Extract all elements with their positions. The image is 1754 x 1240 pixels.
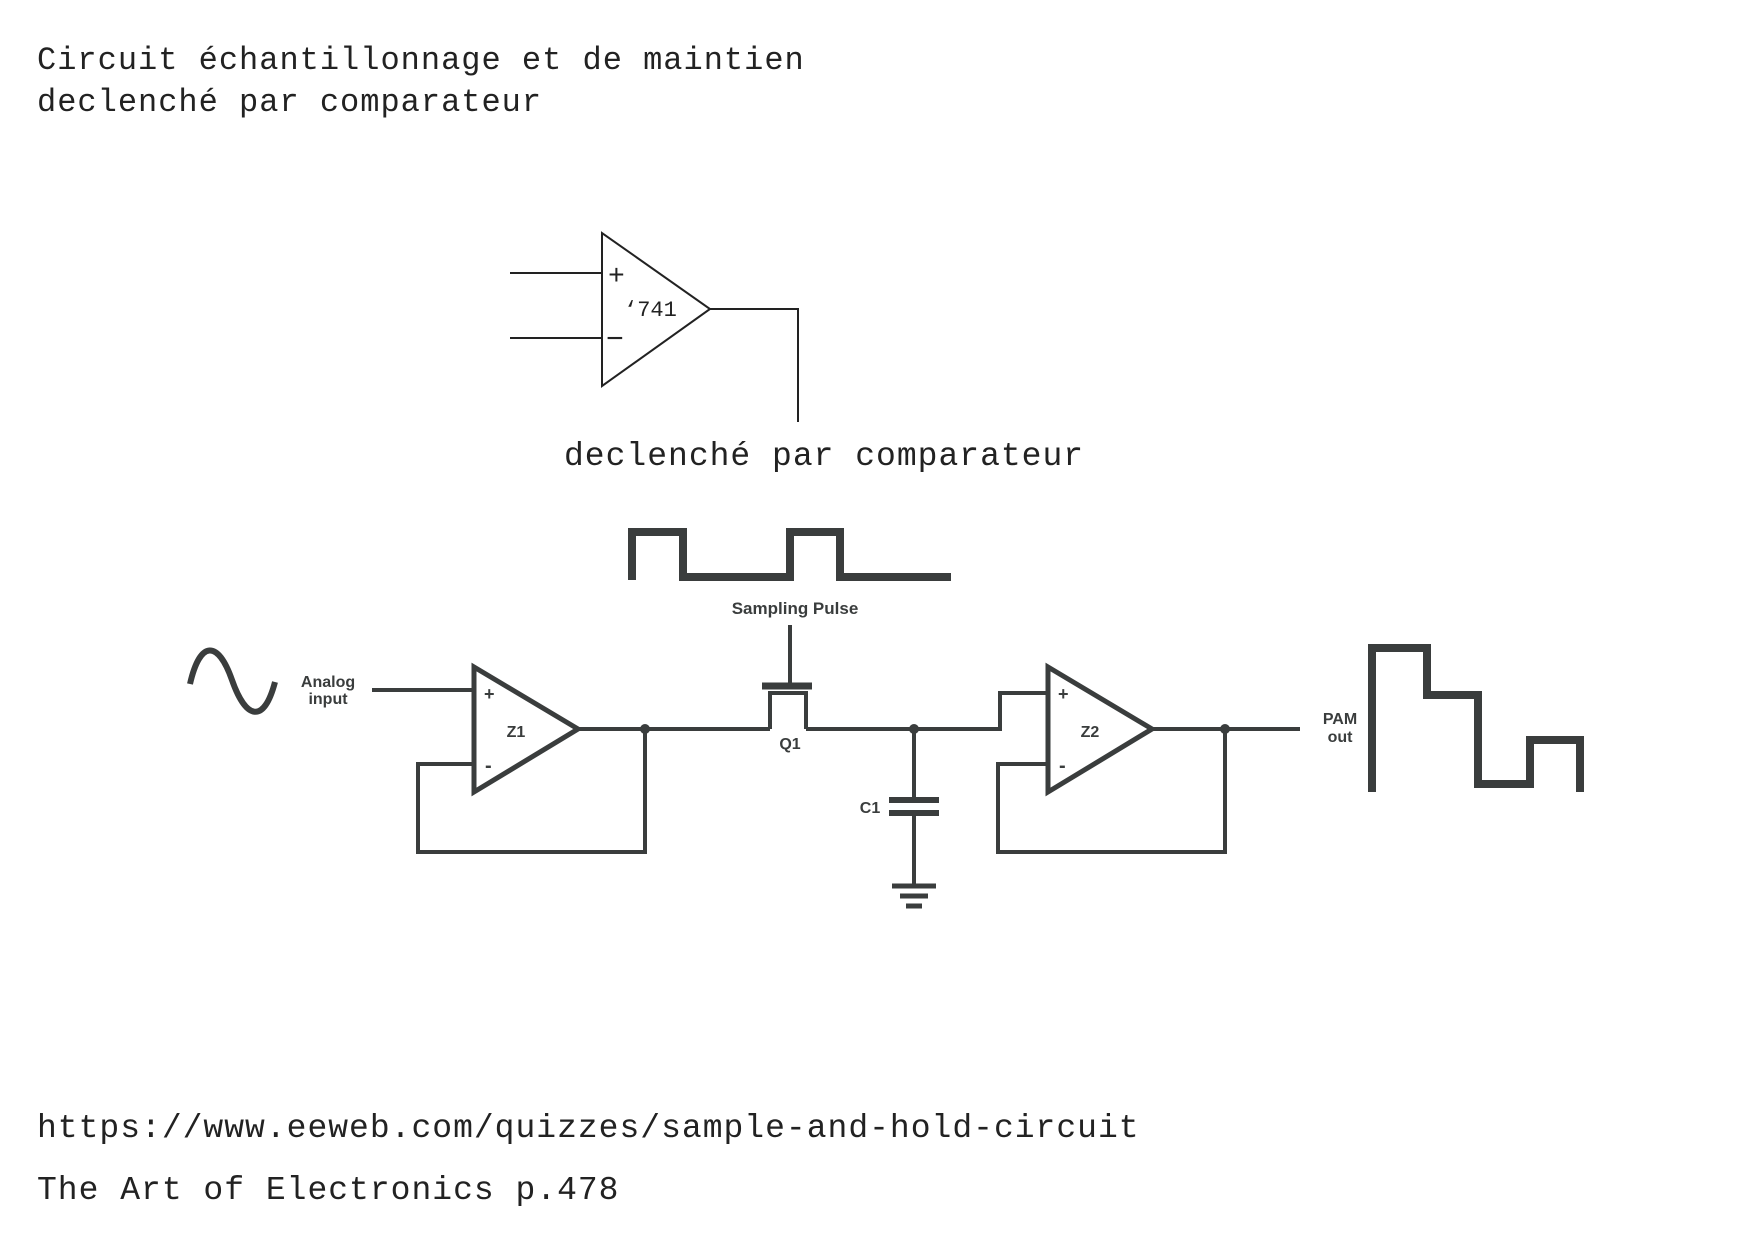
- analog-input-label-line1: Analog: [301, 674, 355, 691]
- z2-plus-sign: +: [1058, 684, 1069, 704]
- z1-feedback-wire: [416, 729, 647, 854]
- z1-plus-sign: +: [484, 684, 495, 704]
- title-line-2: declenché par comparateur: [37, 84, 543, 121]
- z2-label: Z2: [1081, 724, 1100, 741]
- pam-out-label-line2: out: [1328, 729, 1354, 746]
- q1-label: Q1: [779, 736, 800, 753]
- c1-junction: [909, 724, 919, 734]
- comparator-triangle: [601, 231, 712, 388]
- sampling-pulse-waveform: [628, 528, 951, 581]
- book-reference: The Art of Electronics p.478: [37, 1172, 620, 1209]
- sampling-pulse-label: Sampling Pulse: [732, 599, 859, 618]
- z2-output-junction: [1220, 724, 1230, 734]
- analog-input-label-line2: input: [308, 691, 348, 708]
- z2-opamp: [1045, 662, 1157, 797]
- comparator-symbol: [510, 231, 799, 422]
- pam-output-waveform: [1368, 644, 1584, 792]
- comparator-part-label: ‘741: [624, 298, 677, 323]
- z1-minus-sign: -: [485, 755, 492, 777]
- comparator-minus-sign: −: [606, 324, 624, 358]
- comparator-output-wire: [710, 308, 799, 422]
- comparator-caption: declenché par comparateur: [564, 438, 1084, 475]
- q1-output-wire: [806, 691, 1048, 731]
- z1-output-junction: [640, 724, 650, 734]
- z2-feedback-wire: [996, 729, 1227, 854]
- z1-label: Z1: [507, 724, 526, 741]
- z1-opamp: [471, 662, 583, 797]
- source-url: https://www.eeweb.com/quizzes/sample-and…: [37, 1110, 1140, 1147]
- c1-label: C1: [860, 800, 881, 817]
- analog-input-sine-icon: [187, 647, 278, 715]
- pam-out-label-line1: PAM: [1323, 711, 1357, 728]
- comparator-plus-sign: +: [608, 262, 625, 293]
- title-line-1: Circuit échantillonnage et de maintien: [37, 42, 805, 79]
- q1-switch-body: [768, 691, 808, 729]
- z2-minus-sign: -: [1059, 755, 1066, 777]
